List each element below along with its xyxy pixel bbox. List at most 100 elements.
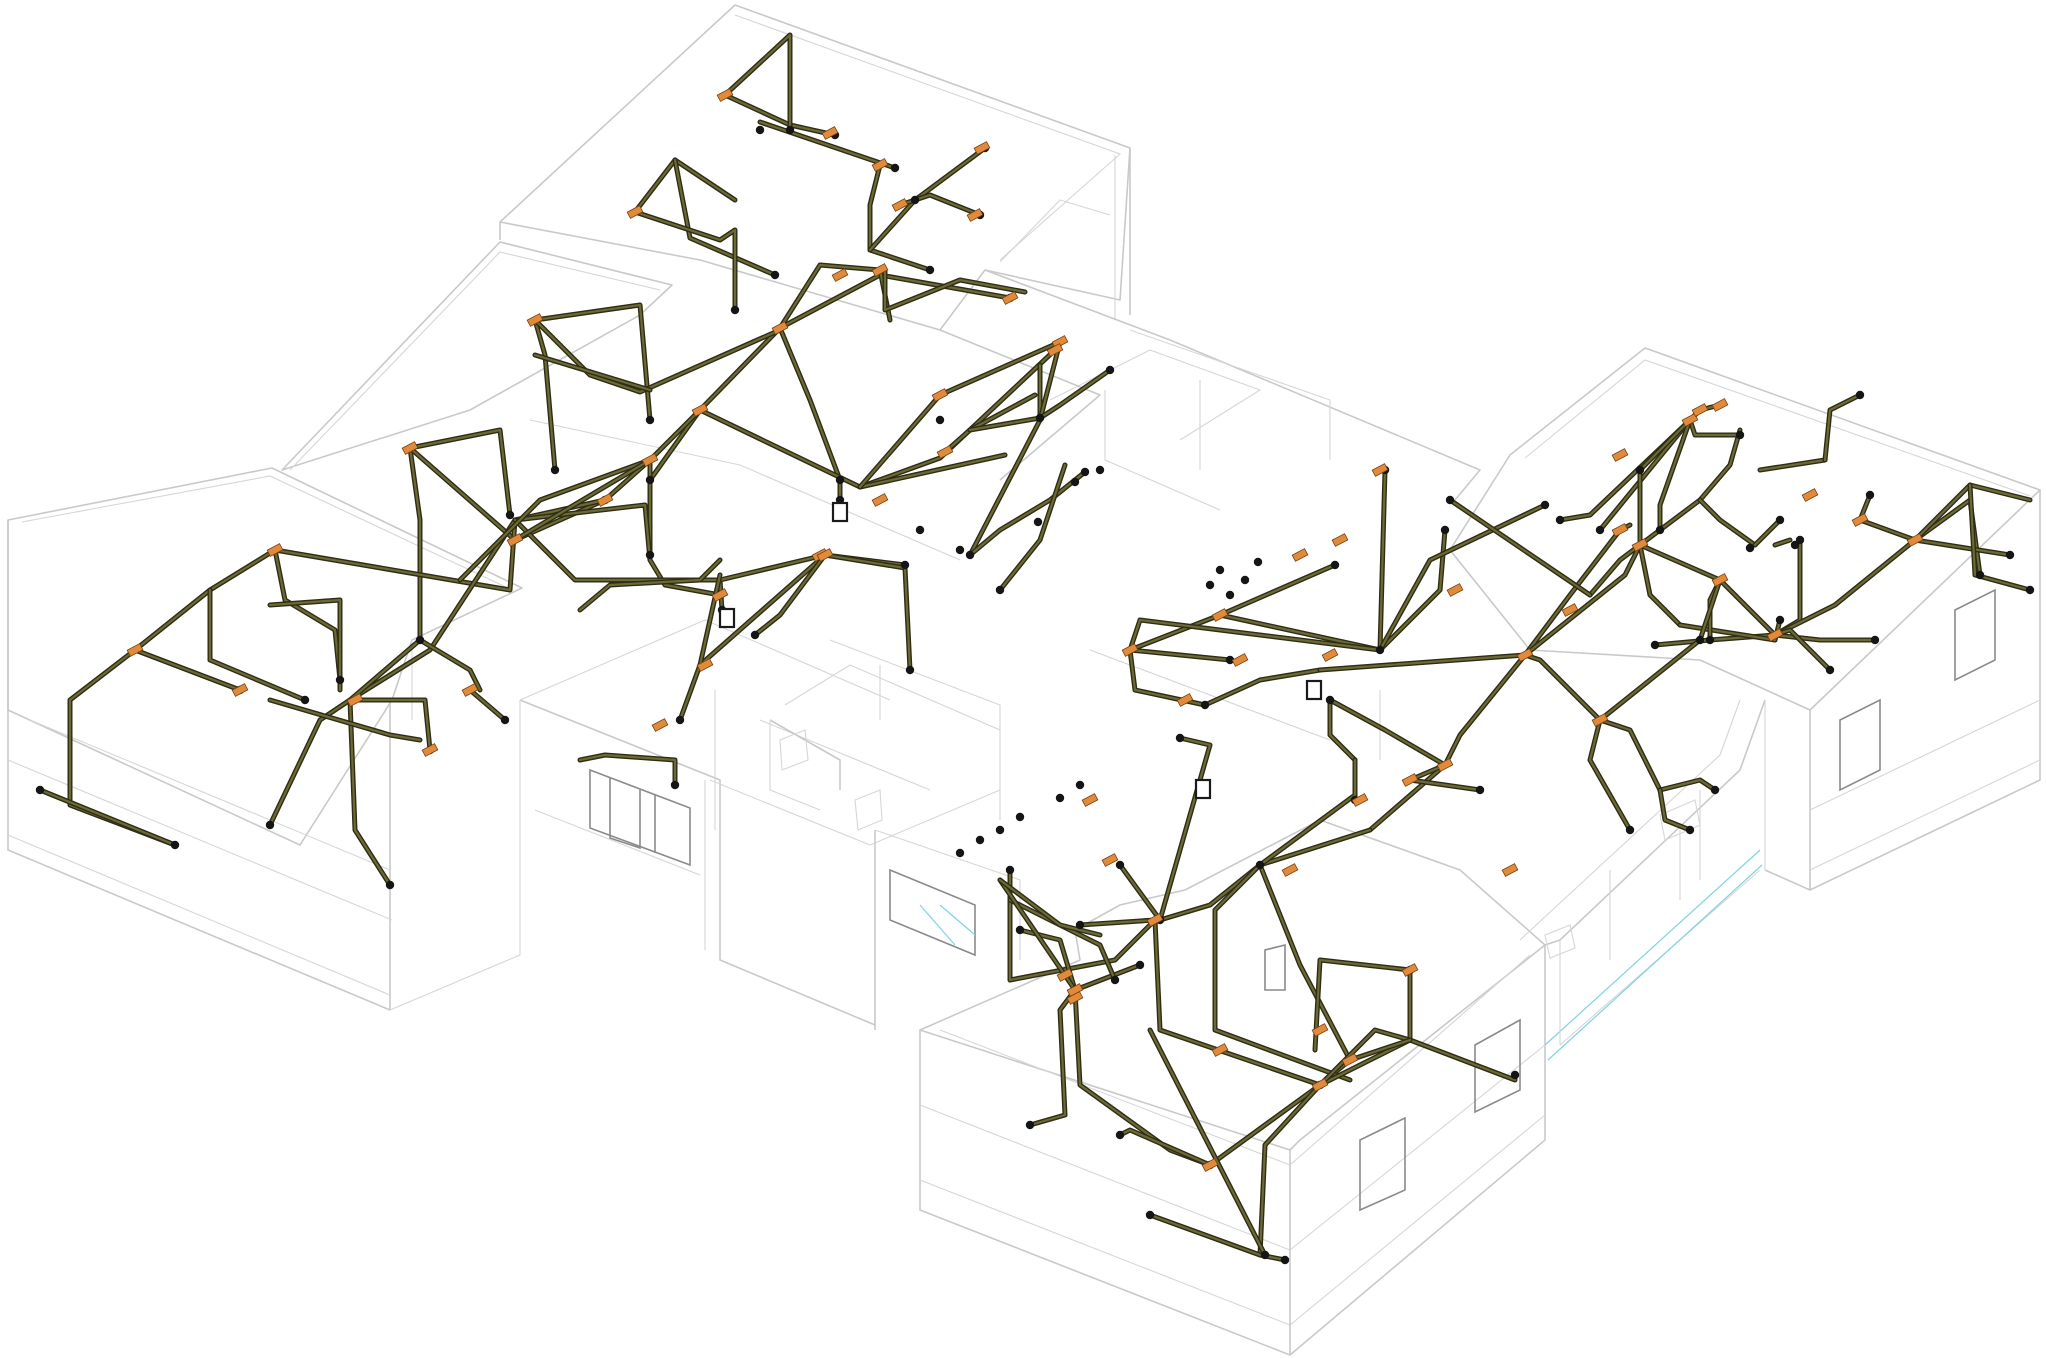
light-fixture <box>506 533 524 547</box>
wire-run-core <box>1258 758 1357 867</box>
wire-run-core <box>513 518 724 612</box>
light-fixture <box>526 313 544 327</box>
light-fixture <box>1446 583 1464 597</box>
wire-run-core <box>778 326 842 502</box>
wire-terminal-node <box>915 525 925 535</box>
wire-terminal-node <box>1705 635 1715 645</box>
wire-terminal-node <box>1510 1070 1520 1080</box>
wire-run-core <box>1378 468 1387 652</box>
wire-run-core <box>1588 543 1642 597</box>
wire-terminal-node <box>1870 635 1880 645</box>
wire-terminal-node <box>1825 665 1835 675</box>
light-fixture <box>821 126 839 140</box>
light-fixture <box>696 658 714 672</box>
wire-run-core <box>1118 863 1162 922</box>
wire-run <box>407 427 513 518</box>
wire-run <box>1202 667 1323 708</box>
wire-terminal-node <box>1033 517 1043 527</box>
wire-run-core <box>1258 828 1372 867</box>
wire-run-core <box>458 458 652 582</box>
wire-terminal-node <box>500 715 510 725</box>
wire-terminal-node <box>965 550 975 560</box>
wire-run <box>417 637 483 693</box>
light-fixture <box>973 141 991 155</box>
light-fixture <box>1311 1023 1329 1037</box>
wire-terminal-node <box>770 270 780 280</box>
wire-run-core <box>1158 736 1212 922</box>
light-fixture <box>1691 403 1709 417</box>
light-fixture <box>1401 963 1419 977</box>
wire-terminal-node <box>755 125 765 135</box>
wire-terminal-node <box>1110 975 1120 985</box>
light-fixture <box>931 388 949 402</box>
wire-terminal-node <box>905 665 915 675</box>
wire-run <box>632 209 738 313</box>
wire-terminal-node <box>1330 560 1340 570</box>
furniture <box>779 729 1701 959</box>
wire-run-core <box>1148 1028 1267 1257</box>
light-fixture <box>816 548 834 562</box>
light-fixture <box>1281 863 1299 877</box>
light-fixture <box>641 453 659 467</box>
wire-run-core <box>1588 718 1632 832</box>
junction-box <box>718 607 736 629</box>
wire-run-core <box>578 558 722 612</box>
wire-terminal-node <box>1775 515 1785 525</box>
wire-terminal-node <box>1225 655 1235 665</box>
light-fixture <box>596 493 614 507</box>
wire-run-core <box>968 470 1087 557</box>
wire-run-core <box>1008 898 1117 982</box>
wire-terminal-node <box>300 695 310 705</box>
wire-run-core <box>408 428 512 517</box>
wire-run-core <box>533 303 652 422</box>
light-fixture <box>126 643 144 657</box>
light-fixture <box>1046 343 1064 357</box>
wire-run-core <box>1203 668 1322 707</box>
wiring-runs <box>37 32 2033 1263</box>
wire-terminal-node <box>890 163 900 173</box>
wire-run <box>1027 987 1078 1128</box>
light-fixture <box>1681 413 1699 427</box>
wire-run-core <box>418 638 482 692</box>
wire-run-core <box>698 573 722 667</box>
wire-terminal-node <box>505 510 515 520</box>
light-fixture <box>871 493 889 507</box>
wire-terminal-node <box>785 125 795 135</box>
wire-run-core <box>1658 418 1692 532</box>
wire-terminal-node <box>1075 780 1085 790</box>
light-fixture <box>1331 533 1349 547</box>
wire-terminal-node <box>1735 430 1745 440</box>
light-fixture <box>1121 643 1139 657</box>
light-fixture <box>346 693 364 707</box>
wire-terminal-node <box>1015 812 1025 822</box>
wire-terminal-node <box>1145 1210 1155 1220</box>
wire-terminal-node <box>335 675 345 685</box>
wire-terminal-node <box>1175 733 1185 743</box>
wire-run-core <box>868 163 932 272</box>
wire-run-core <box>898 193 982 217</box>
light-fixture <box>1101 853 1119 867</box>
wire-run-core <box>268 518 517 827</box>
wire-run-core <box>1218 563 1337 617</box>
wire-run-core <box>823 553 912 672</box>
light-fixture <box>1516 648 1534 662</box>
wire-terminal-node <box>1745 543 1755 553</box>
light-fixtures <box>126 88 1924 1172</box>
wire-run-core <box>1523 543 1642 657</box>
wire-run-core <box>1128 648 1232 662</box>
wire-run <box>272 547 343 683</box>
wire-terminal-node <box>1240 575 1250 585</box>
light-fixture <box>266 543 284 557</box>
wire-terminal-node <box>1105 365 1115 375</box>
wire-run <box>352 697 433 753</box>
light-fixture <box>1851 513 1869 527</box>
light-fixture <box>691 403 709 417</box>
wire-run-core <box>858 453 1007 489</box>
wire-terminal-node <box>1075 920 1085 930</box>
wire-run-core <box>1758 458 1827 472</box>
wire-terminal-node <box>385 880 395 890</box>
wire-terminal-node <box>1095 465 1105 475</box>
wire-terminal-node <box>2005 550 2015 560</box>
wire-terminal-node <box>1775 615 1785 625</box>
wire-terminal-node <box>1015 925 1025 935</box>
